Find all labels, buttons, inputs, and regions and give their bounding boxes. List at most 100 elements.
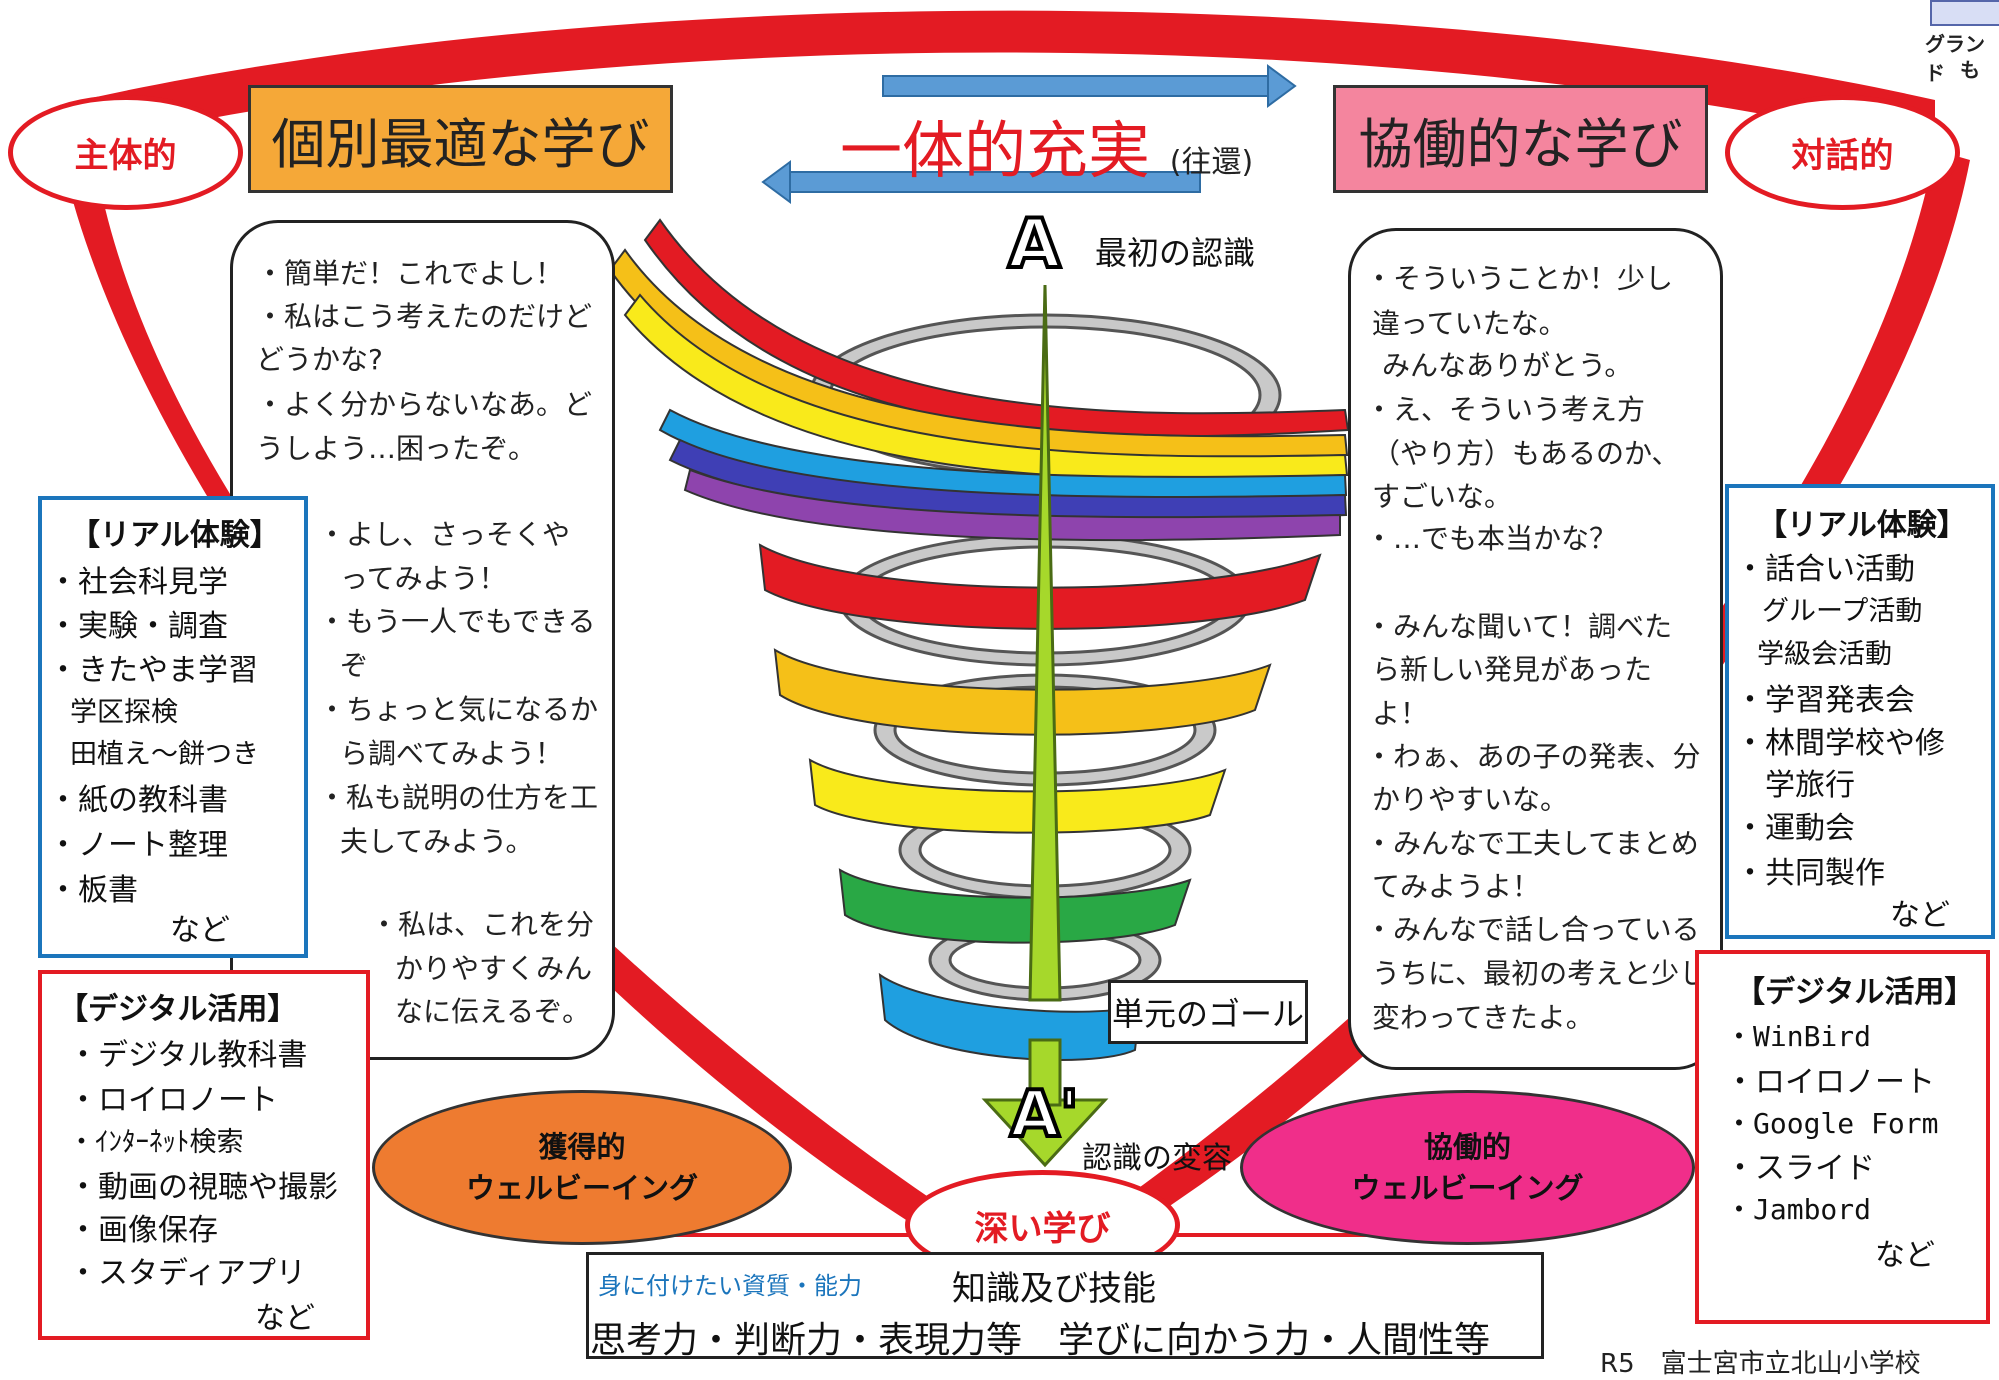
left-real-item: ・ノート整理 [48, 828, 228, 863]
right-digital-item: ・WinBird [1725, 1020, 1872, 1053]
left-bubble-line: 夫してみよう。 [340, 825, 534, 858]
arrow-right-icon [882, 64, 1297, 108]
left-bubble-line: ・よし、さっそくや [318, 518, 571, 551]
right-digital-item: ・ロイロノート [1725, 1065, 1935, 1100]
left-bubble-line: うしよう…困ったぞ。 [256, 432, 537, 465]
left-bubble-line: なに伝えるぞ。 [395, 995, 591, 1028]
left-bubble-line: ・簡単だ！これでよし！ [256, 257, 564, 290]
right-digital-title: 【デジタル活用】 [1735, 975, 1975, 1010]
right-bubble-line: ・みんな聞いて！調べた [1365, 610, 1673, 643]
point-a-label: 最初の認識 [1095, 234, 1256, 272]
right-bubble-line: ・わぁ、あの子の発表、分 [1365, 740, 1701, 773]
left-bubble-line: ・私は、これを分 [370, 908, 595, 941]
competencies-line1: 知識及び技能 [952, 1269, 1156, 1309]
left-real-item: ・社会科見学 [48, 565, 228, 600]
left-digital-item: ・ロイロノート [68, 1083, 278, 1118]
left-bubble-line: ・よく分からないなあ。ど [256, 388, 593, 421]
left-bubble-line: ぞ [340, 649, 369, 682]
left-real-item: ・板書 [48, 873, 138, 908]
left-bubble-line: ・ちょっと気になるか [318, 693, 599, 726]
right-bubble-line: 変わってきたよ。 [1372, 1001, 1594, 1034]
left-bubble-line: ・もう一人でもできる [318, 605, 596, 638]
right-real-item: ・共同製作 [1735, 856, 1885, 891]
left-real-item: 学区探検 [70, 697, 178, 728]
left-real-experience-box [38, 496, 308, 958]
right-speech-bubble [1348, 228, 1723, 1070]
right-real-item: 学級会活動 [1757, 639, 1892, 670]
right-bubble-line: ・みんなで話し合っている [1365, 913, 1700, 946]
dialogic-ellipse: 対話的 [1725, 95, 1960, 210]
left-real-item: など [170, 913, 230, 948]
left-real-title: 【リアル体験】 [70, 518, 280, 553]
left-bubble-line: ってみよう！ [340, 562, 507, 595]
center-title-note: (往還) [1169, 145, 1254, 180]
collaborative-learning-title: 協働的な学び [1333, 85, 1708, 193]
right-real-experience-box [1725, 484, 1995, 939]
left-bubble-line: ・私はこう考えたのだけど [256, 300, 593, 333]
left-bubble-line: ・私も説明の仕方を工 [318, 781, 599, 814]
right-bubble-line: （やり方）もあるのか、 [1372, 437, 1680, 470]
left-real-item: 田植え～餅つき [70, 739, 259, 770]
left-digital-item: ・動画の視聴や撮影 [68, 1170, 338, 1205]
point-a2-letter: A' [1008, 1076, 1081, 1154]
right-digital-item: など [1875, 1238, 1935, 1273]
right-bubble-line: うちに、最初の考えと少し [1372, 957, 1708, 990]
corner-icon [1930, 0, 1999, 26]
collaborative-wellbeing-ellipse: 協働的 ウェルビーイング [1240, 1090, 1695, 1245]
left-digital-box [38, 970, 370, 1340]
individual-learning-title: 個別最適な学び [248, 85, 673, 193]
center-title-main: 一体的充実 [840, 114, 1151, 187]
footer-credit: R5 富士宮市立北山小学校 [1600, 1349, 1921, 1379]
point-a2-label: 認識の変容 [1082, 1141, 1232, 1176]
right-digital-item: ・Google Form [1725, 1107, 1939, 1140]
left-digital-item: ・デジタル教科書 [68, 1038, 308, 1073]
corner-text-2: も [1960, 58, 1980, 82]
left-digital-title: 【デジタル活用】 [58, 992, 298, 1027]
right-bubble-line: すごいな。 [1372, 480, 1513, 513]
right-bubble-line: ・そういうことか！少し [1365, 262, 1674, 295]
right-real-item: ・話合い活動 [1735, 552, 1915, 587]
right-digital-item: ・Jambord [1725, 1193, 1872, 1226]
proactive-ellipse: 主体的 [8, 95, 243, 210]
right-bubble-line: ・え、そういう考え方 [1365, 393, 1646, 426]
right-real-item: 学旅行 [1765, 768, 1855, 803]
right-digital-box [1695, 950, 1990, 1324]
right-bubble-line: ・…でも本当かな？ [1365, 522, 1618, 555]
acquisitive-wellbeing-line2: ウェルビーイング [465, 1170, 698, 1205]
left-real-item: ・紙の教科書 [48, 783, 228, 818]
center-title: 一体的充実 (往還) [840, 100, 1253, 190]
right-bubble-line: かりやすいな。 [1372, 783, 1569, 816]
right-real-item: グループ活動 [1762, 596, 1923, 627]
collaborative-wellbeing-line1: 協働的 [1423, 1129, 1511, 1164]
right-real-title: 【リアル体験】 [1757, 508, 1967, 543]
right-real-item: など [1890, 898, 1950, 933]
competencies-box [586, 1252, 1544, 1359]
acquisitive-wellbeing-line1: 獲得的 [538, 1129, 626, 1164]
left-bubble-line: かりやすくみん [395, 952, 593, 985]
left-digital-item: ・スタディアプリ [68, 1256, 306, 1291]
unit-goal-box: 単元のゴール [1108, 980, 1308, 1044]
right-bubble-line: 違っていたな。 [1372, 307, 1567, 340]
competencies-line2: 思考力・判断力・表現力等 学びに向かう力・人間性等 [590, 1320, 1491, 1361]
collaborative-wellbeing-line2: ウェルビーイング [1351, 1170, 1584, 1205]
right-bubble-line: よ！ [1372, 697, 1429, 730]
right-digital-item: ・スライド [1725, 1151, 1875, 1186]
right-real-item: ・運動会 [1735, 811, 1855, 846]
left-digital-item: ・ｲﾝﾀｰﾈｯﾄ検索 [68, 1127, 244, 1158]
left-real-item: ・実験・調査 [48, 609, 228, 644]
right-bubble-line: ・みんなで工夫してまとめ [1365, 827, 1699, 860]
right-bubble-line: てみようよ！ [1372, 870, 1541, 903]
left-bubble-line: ら調べてみよう！ [340, 737, 563, 770]
arrow-left-icon [761, 160, 1201, 204]
left-digital-item: など [255, 1301, 315, 1336]
stem-arrow-icon [981, 284, 1109, 1168]
right-bubble-line: ら新しい発見があった [1372, 653, 1653, 686]
right-bubble-line: みんなありがとう。 [1382, 349, 1633, 382]
left-digital-item: ・画像保存 [68, 1213, 218, 1248]
left-real-item: ・きたやま学習 [48, 653, 258, 688]
acquisitive-wellbeing-ellipse: 獲得的 ウェルビーイング [372, 1090, 792, 1245]
right-real-item: ・林間学校や修 [1735, 726, 1945, 761]
corner-text-1: グランド [1925, 32, 1985, 85]
competencies-label: 身に付けたい資質・能力 [598, 1272, 862, 1300]
